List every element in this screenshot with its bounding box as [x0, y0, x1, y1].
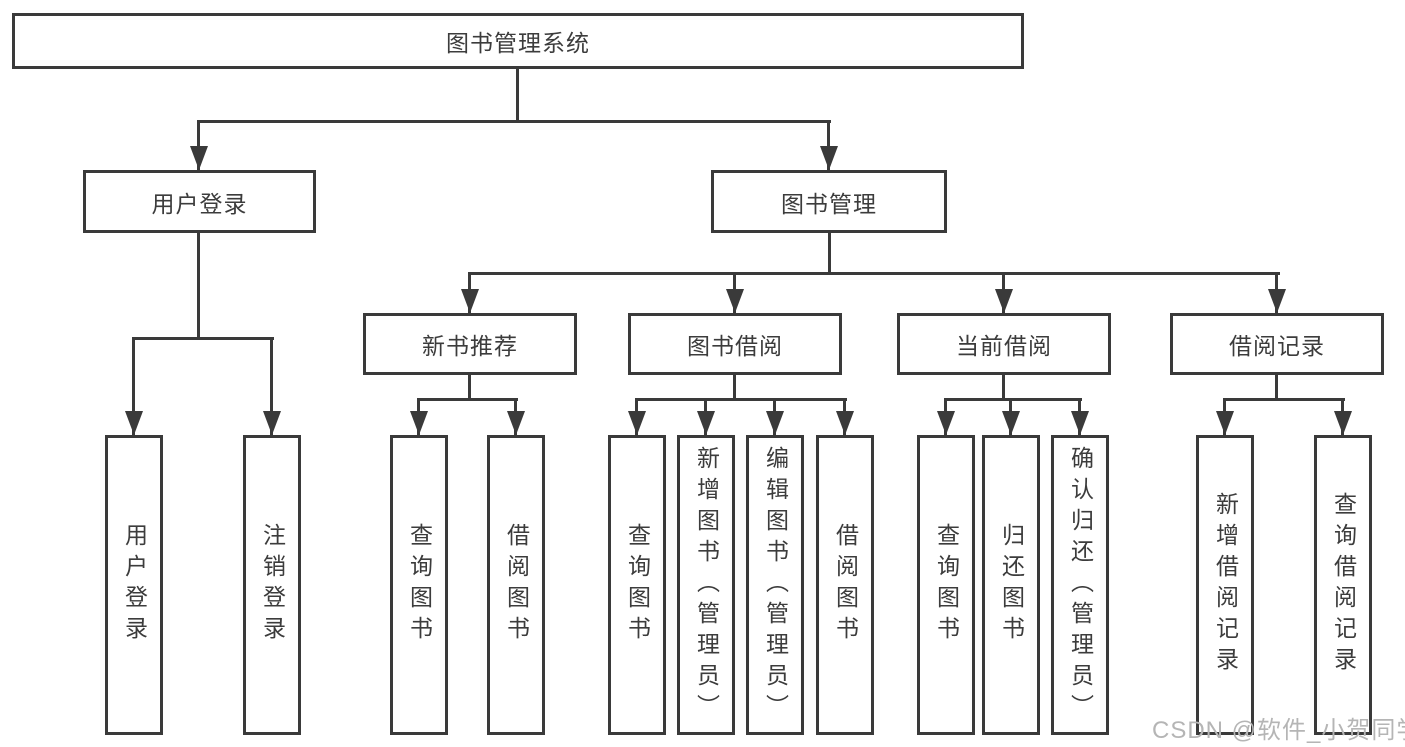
- arrow-down-icon: [765, 398, 784, 435]
- leaf-label: 确认归还（管理员）: [1067, 445, 1094, 725]
- leaf-query-books-borrowing: 查询图书: [608, 435, 666, 735]
- leaf-borrow-books-borrowing: 借阅图书: [816, 435, 874, 735]
- leaf-query-borrow-record: 查询借阅记录: [1314, 435, 1372, 735]
- leaf-label: 新增借阅记录: [1212, 492, 1239, 678]
- leaf-query-books-recommend: 查询图书: [390, 435, 448, 735]
- node-new-book-recommendation: 新书推荐: [363, 313, 577, 375]
- arrow-down-icon: [994, 272, 1013, 313]
- connector-book-mgmt-rail: [470, 272, 1280, 275]
- leaf-user-login: 用户登录: [105, 435, 163, 735]
- arrow-down-icon: [506, 398, 525, 435]
- connector-stem: [733, 375, 736, 401]
- leaf-query-books-current: 查询图书: [917, 435, 975, 735]
- leaf-label: 借阅图书: [832, 523, 859, 647]
- arrow-down-icon: [1267, 272, 1286, 313]
- connector-rail: [1225, 398, 1345, 401]
- connector-stem: [1275, 375, 1278, 401]
- leaf-label: 查询图书: [624, 523, 651, 647]
- leaf-label: 编辑图书（管理员）: [762, 445, 789, 725]
- connector-stem: [1002, 375, 1005, 401]
- node-current-borrowing: 当前借阅: [897, 313, 1111, 375]
- node-root: 图书管理系统: [12, 13, 1024, 69]
- leaf-borrow-books-recommend: 借阅图书: [487, 435, 545, 735]
- connector-rail: [946, 398, 1082, 401]
- leaf-logout: 注销登录: [243, 435, 301, 735]
- arrow-down-icon: [189, 120, 208, 170]
- node-book-borrowing: 图书借阅: [628, 313, 842, 375]
- leaf-label: 借阅图书: [503, 523, 530, 647]
- leaf-label: 用户登录: [121, 523, 148, 647]
- leaf-edit-book-admin: 编辑图书（管理员）: [746, 435, 804, 735]
- connector-stem: [468, 375, 471, 401]
- arrow-down-icon: [725, 272, 744, 313]
- connector-user-login-rail: [134, 337, 274, 340]
- connector-book-mgmt-stem: [828, 233, 831, 275]
- leaf-label: 查询图书: [406, 523, 433, 647]
- connector-rail: [637, 398, 847, 401]
- leaf-add-borrow-record: 新增借阅记录: [1196, 435, 1254, 735]
- leaf-label: 新增图书（管理员）: [693, 445, 720, 725]
- arrow-down-icon: [696, 398, 715, 435]
- connector-user-login-stem: [197, 233, 200, 340]
- arrow-down-icon: [1070, 398, 1089, 435]
- leaf-label: 归还图书: [998, 523, 1025, 647]
- leaf-return-books: 归还图书: [982, 435, 1040, 735]
- csdn-watermark: CSDN @软件_小贺同学: [1152, 717, 1405, 744]
- arrow-down-icon: [262, 337, 281, 435]
- arrow-down-icon: [936, 398, 955, 435]
- arrow-down-icon: [1333, 398, 1352, 435]
- arrow-down-icon: [1215, 398, 1234, 435]
- connector-root-stem: [516, 68, 519, 123]
- arrow-down-icon: [124, 337, 143, 435]
- arrow-down-icon: [835, 398, 854, 435]
- connector-root-rail: [198, 120, 831, 123]
- arrow-down-icon: [819, 120, 838, 170]
- connector-rail: [419, 398, 518, 401]
- node-user-login: 用户登录: [83, 170, 316, 233]
- leaf-label: 查询图书: [933, 523, 960, 647]
- arrow-down-icon: [460, 272, 479, 313]
- node-borrowing-records: 借阅记录: [1170, 313, 1384, 375]
- leaf-label: 注销登录: [259, 523, 286, 647]
- arrow-down-icon: [1001, 398, 1020, 435]
- leaf-confirm-return-admin: 确认归还（管理员）: [1051, 435, 1109, 735]
- leaf-label: 查询借阅记录: [1330, 492, 1357, 678]
- arrow-down-icon: [409, 398, 428, 435]
- arrow-down-icon: [627, 398, 646, 435]
- node-book-management: 图书管理: [711, 170, 947, 233]
- leaf-add-book-admin: 新增图书（管理员）: [677, 435, 735, 735]
